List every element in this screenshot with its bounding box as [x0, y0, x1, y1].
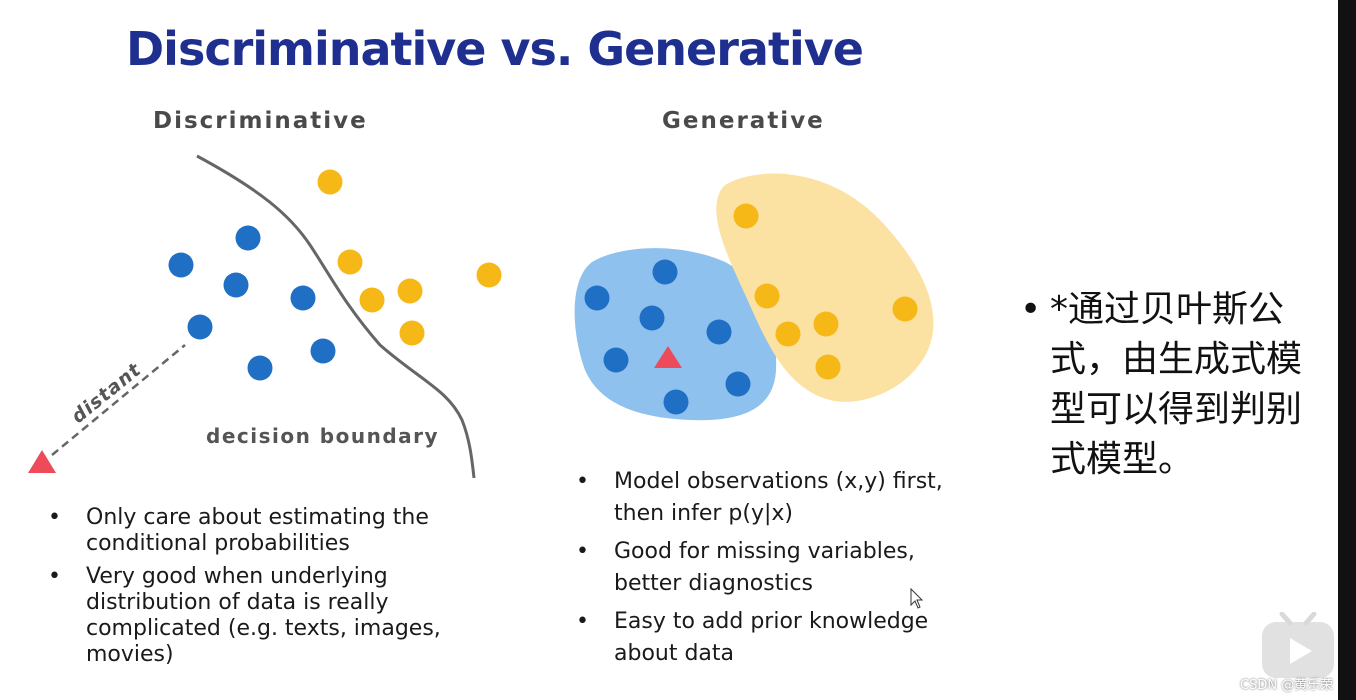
- generative-blue-points: [584, 259, 751, 415]
- mouse-cursor-icon: [910, 588, 924, 609]
- bayes-note: • *通过贝叶斯公式，由生成式模型可以得到判别式模型。: [1020, 285, 1320, 485]
- play-button-icon[interactable]: [1258, 612, 1338, 682]
- generative-triangle-icon: [654, 346, 682, 368]
- query-triangle-icon: [28, 450, 56, 473]
- yellow-class-region: [716, 173, 934, 402]
- list-item: Only care about estimating the condition…: [48, 505, 478, 557]
- watermark-label: CSDN @黄乐荣: [1240, 678, 1334, 693]
- distance-dashed-line: [51, 344, 186, 456]
- discriminative-bullet-list: Only care about estimating the condition…: [48, 505, 478, 675]
- generative-yellow-points: [733, 203, 918, 380]
- note-text: *通过贝叶斯公式，由生成式模型可以得到判别式模型。: [1050, 289, 1303, 480]
- list-item: Very good when underlying distribution o…: [48, 564, 478, 668]
- slide-title: Discriminative vs. Generative: [126, 22, 864, 76]
- generative-heading: Generative: [662, 108, 825, 134]
- list-item: Good for missing variables, better diagn…: [576, 536, 976, 600]
- discriminative-yellow-points: [317, 169, 502, 346]
- blue-class-region: [574, 248, 777, 421]
- discriminative-heading: Discriminative: [153, 108, 368, 134]
- window-edge: [1338, 0, 1356, 700]
- generative-bullet-list: Model observations (x,y) first, then inf…: [576, 466, 976, 676]
- decision-boundary-line: [196, 154, 476, 479]
- discriminative-blue-points: [168, 225, 336, 381]
- diagram-illustration: distant decision boundary: [28, 154, 934, 479]
- list-item: Easy to add prior knowledge about data: [576, 606, 976, 670]
- note-bullet: •: [1020, 289, 1042, 330]
- list-item: Model observations (x,y) first, then inf…: [576, 466, 976, 530]
- decision-boundary-label: decision boundary: [206, 424, 439, 448]
- distant-label: distant: [67, 359, 145, 428]
